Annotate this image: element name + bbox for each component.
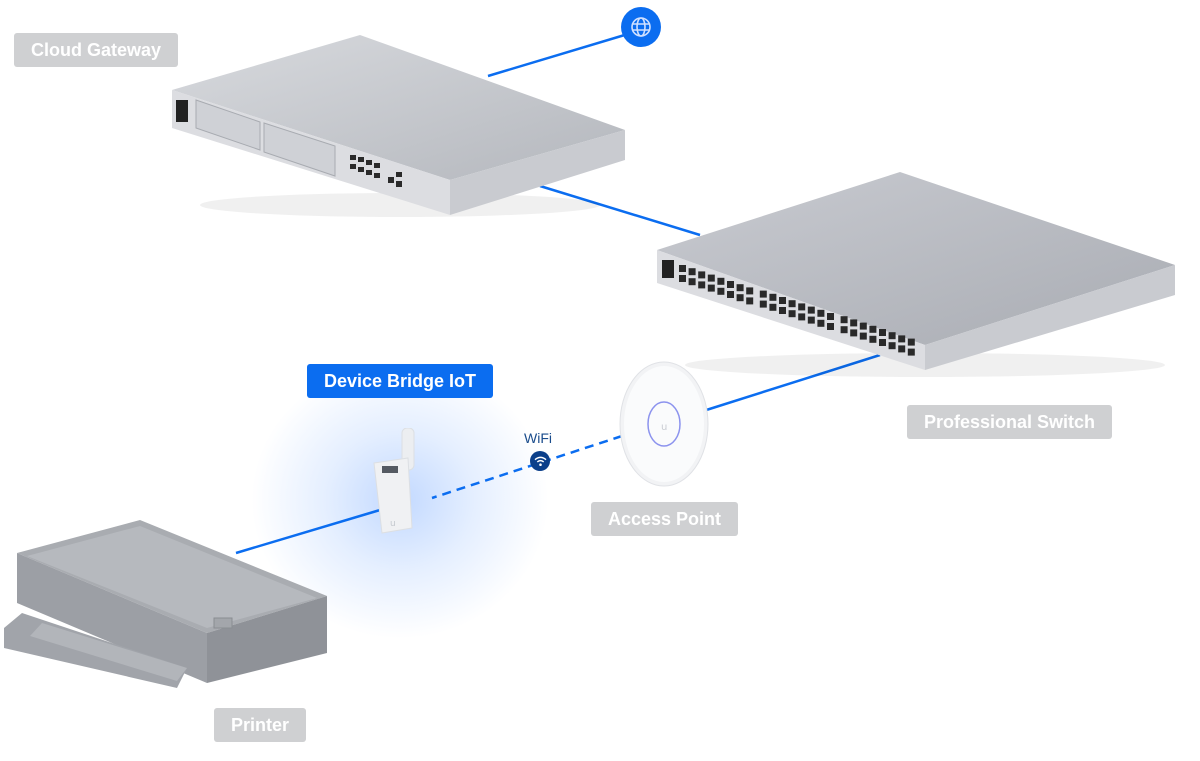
ethernet-port [879,339,886,346]
ethernet-port [679,265,686,272]
label-device-bridge-iot[interactable]: Device Bridge IoT [307,364,494,398]
ethernet-port [688,278,696,286]
ethernet-port [707,284,715,292]
ethernet-port [779,297,786,304]
ethernet-port [879,329,886,336]
svg-text:u: u [390,519,396,529]
ethernet-port [869,325,877,333]
ethernet-port [688,268,696,276]
ethernet-port [769,303,777,311]
access-point-device[interactable]: u [612,358,712,490]
ethernet-port [746,287,754,295]
ethernet-port [898,335,906,343]
professional-switch-device[interactable] [655,170,1180,380]
ethernet-port [798,313,806,321]
ethernet-port [717,277,725,285]
ethernet-port [827,313,834,320]
ethernet-port [898,345,906,353]
ethernet-port [746,297,754,305]
link-gateway-switch [539,184,701,237]
cloud-gateway-device[interactable] [170,30,630,220]
ethernet-port [850,329,858,337]
label-access-point[interactable]: Access Point [591,502,739,536]
ethernet-port [727,281,734,288]
ethernet-port [736,294,744,302]
label-professional-switch[interactable]: Professional Switch [907,405,1113,439]
link-accesspoint-bridge-wifi [431,434,623,500]
ethernet-port [907,338,915,346]
ethernet-port [698,271,706,279]
svg-text:u: u [661,422,667,433]
switch-ports [679,265,915,356]
wifi-badge [530,451,550,471]
ethernet-port [717,287,725,295]
ethernet-port [888,342,896,350]
label-cloud-gateway[interactable]: Cloud Gateway [14,33,179,67]
ethernet-port [788,300,796,308]
ethernet-port [779,307,786,314]
ethernet-port [798,303,806,311]
ethernet-port [850,319,858,327]
link-internet-gateway [487,32,629,78]
ethernet-port [807,306,815,314]
wifi-link-label: WiFi [524,430,552,446]
wifi-icon [534,456,546,466]
ethernet-port [788,310,796,318]
ethernet-port [827,323,834,330]
link-switch-accesspoint [699,353,881,414]
ethernet-port [907,348,915,356]
ethernet-port [840,326,848,334]
ethernet-port [859,332,867,340]
ethernet-port [817,309,825,317]
printer-device[interactable] [2,518,332,693]
ethernet-port [759,290,767,298]
ethernet-port [769,293,777,301]
ethernet-port [679,275,686,282]
ethernet-port [807,316,815,324]
label-printer[interactable]: Printer [214,708,307,742]
ethernet-port [736,284,744,292]
globe-icon [631,17,651,37]
device-bridge-iot-device[interactable]: u [368,428,438,538]
ethernet-port [698,281,706,289]
ethernet-port [888,332,896,340]
ethernet-port [859,322,867,330]
ethernet-port [817,319,825,327]
ethernet-port [869,335,877,343]
ethernet-port [840,316,848,324]
internet-node[interactable] [621,7,661,47]
link-bridge-printer [235,508,381,555]
ethernet-port [707,274,715,282]
ethernet-port [759,300,767,308]
ethernet-port [727,291,734,298]
